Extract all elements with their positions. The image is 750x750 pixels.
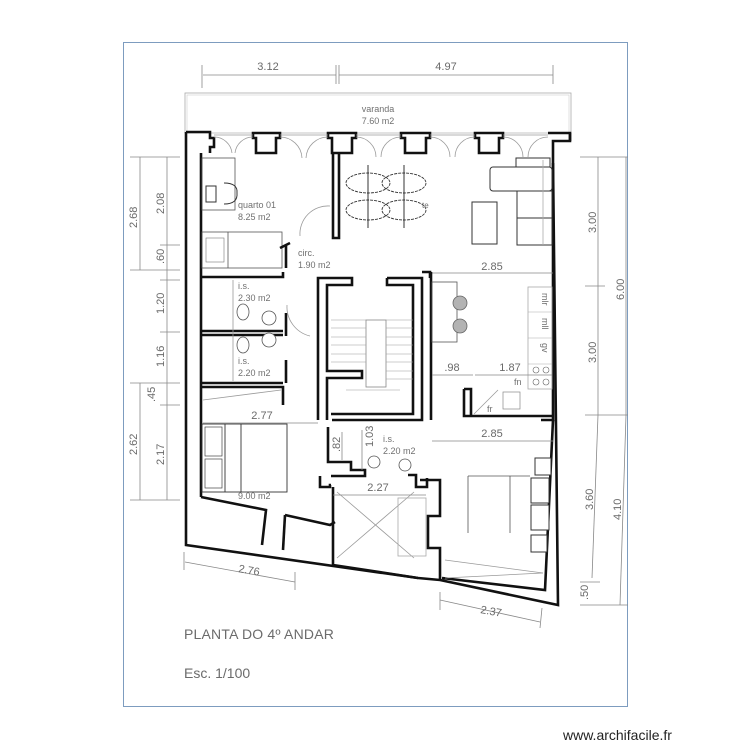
sala: te <box>345 157 553 246</box>
dim-bedroom2-width: 2.77 <box>251 410 272 422</box>
quarto02-area: 9.00 m2 <box>238 491 271 501</box>
stair-core <box>316 270 432 422</box>
kitchen-label-fr: fr <box>487 404 493 414</box>
dim-kitchen-a: .98 <box>444 362 459 374</box>
dim-left-inner-1: 2.08 <box>155 193 167 214</box>
exterior-walls <box>184 132 572 607</box>
bathrooms-left: i.s. 2.30 m2 i.s. 2.20 m2 <box>201 272 311 385</box>
dim-right-inner-2: 3.00 <box>587 342 599 363</box>
quarto-02: 2.77 9.00 m2 <box>201 385 318 501</box>
kitchen-label-fn: fn <box>514 377 522 387</box>
watermark-link[interactable]: www.archifacile.fr <box>563 727 672 743</box>
dim-bedroom3-width: 2.85 <box>481 428 502 440</box>
dim-right-outer-1: 6.00 <box>615 279 627 300</box>
facade-wall <box>186 130 572 159</box>
wall-quarto-sala <box>331 153 341 240</box>
dim-hall-width: 2.27 <box>367 482 388 494</box>
kitchen-label-gv: gv <box>540 343 550 353</box>
dim-bottom-1: 2.76 <box>237 563 260 579</box>
quarto-03: 2.85 <box>432 428 553 579</box>
is2-name: i.s. <box>238 356 250 366</box>
dim-left-inner-3: 1.20 <box>155 293 167 314</box>
bathroom-3-and-hall: i.s. 2.20 m2 .82 1.03 2.27 <box>318 426 442 580</box>
dim-right-inner-3: 3.60 <box>584 489 596 510</box>
circ-name: circ. <box>298 248 315 258</box>
top-dimension-lines: 3.12 4.97 <box>201 61 554 88</box>
left-dimension-lines: 2.68 2.62 2.08 .60 1.20 1.16 .45 2.17 <box>128 156 180 501</box>
dim-right-inner-1: 3.00 <box>587 212 599 233</box>
drawing-frame <box>123 42 628 707</box>
dim-is3-h2: 1.03 <box>364 426 376 447</box>
dim-living-width: 2.85 <box>481 261 502 273</box>
varanda: varanda 7.60 m2 <box>184 92 572 134</box>
is1-area: 2.30 m2 <box>238 293 271 303</box>
dim-left-outer-2: 2.62 <box>128 434 140 455</box>
varanda-name: varanda <box>362 104 395 114</box>
dim-left-inner-4: 1.16 <box>155 346 167 367</box>
dim-is3-h1: .82 <box>331 437 343 452</box>
bottom-dimension-lines: 2.76 2.37 <box>183 552 543 629</box>
varanda-area: 7.60 m2 <box>362 116 395 126</box>
drawing-scale: Esc. 1/100 <box>184 665 251 681</box>
dim-right-outer-2: 4.10 <box>612 499 624 520</box>
kitchen-label-mll: mll <box>540 318 550 330</box>
sala-label-fragment: te <box>422 201 429 210</box>
drawing-title: PLANTA DO 4º ANDAR <box>184 626 335 642</box>
quarto01-name: quarto 01 <box>238 200 276 210</box>
dim-bottom-2: 2.37 <box>479 604 502 620</box>
dim-top-1: 3.12 <box>257 61 278 73</box>
dim-left-outer-1: 2.68 <box>128 207 140 228</box>
is1-name: i.s. <box>238 281 250 291</box>
circ-area: 1.90 m2 <box>298 260 331 270</box>
right-dimension-lines: 3.00 3.00 3.60 .50 6.00 4.10 <box>579 156 628 606</box>
kitchen-label-mlr: mlr <box>540 293 550 306</box>
is3-name: i.s. <box>383 434 395 444</box>
dim-left-inner-2: .60 <box>155 249 167 264</box>
dim-left-inner-6: 2.17 <box>155 444 167 465</box>
dim-left-inner-5: .45 <box>146 387 158 402</box>
kitchen: mlr mll gv fn fr .98 1.87 <box>429 272 553 420</box>
is3-area: 2.20 m2 <box>383 446 416 456</box>
quarto01-area: 8.25 m2 <box>238 212 271 222</box>
is2-area: 2.20 m2 <box>238 368 271 378</box>
dim-top-2: 4.97 <box>435 61 456 73</box>
dim-right-inner-4: .50 <box>579 585 591 600</box>
quarto-01: quarto 01 8.25 m2 <box>201 157 331 269</box>
dim-kitchen-b: 1.87 <box>499 362 520 374</box>
